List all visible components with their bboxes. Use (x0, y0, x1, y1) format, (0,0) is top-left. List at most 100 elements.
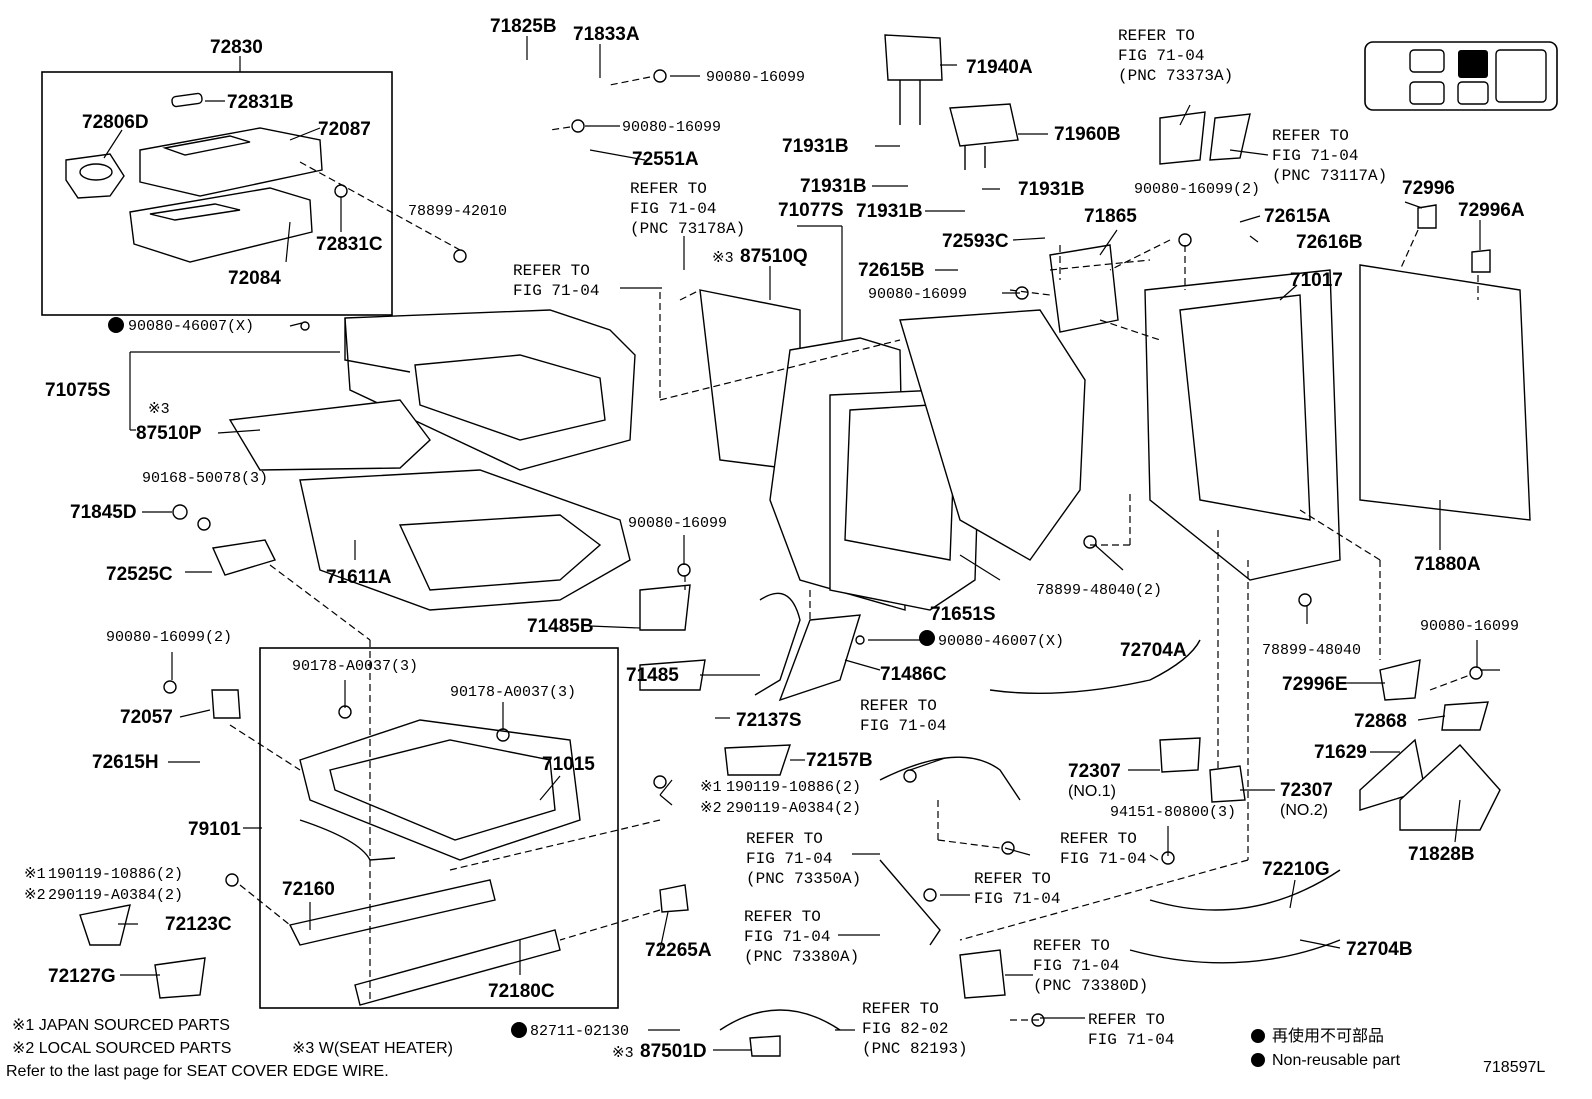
part-label-90080-16099-e: 90080-16099 (1420, 618, 1519, 635)
figure-id: 718597L (1483, 1059, 1545, 1076)
part-label-71485: 71485 (626, 665, 679, 686)
refer-block-fig-71-04-b: REFER TO FIG 71-04 (860, 697, 946, 735)
part-label-71485B: 71485B (527, 616, 594, 637)
part-label-71865: 71865 (1084, 206, 1137, 227)
part-label-72615A: 72615A (1264, 206, 1331, 227)
part-label-72210G: 72210G (1262, 859, 1330, 880)
mark-x2-a: ※2 (700, 800, 722, 817)
part-label-71828B: 71828B (1408, 844, 1475, 865)
part-label-72157B: 72157B (806, 750, 873, 771)
legend-non-reusable-en: Non-reusable part (1272, 1052, 1401, 1069)
refer-block-82193: REFER TO FIG 82-02 (PNC 82193) (862, 1000, 968, 1058)
part-label-72806D: 72806D (82, 112, 149, 133)
svg-text:(PNC 73373A): (PNC 73373A) (1118, 67, 1233, 85)
part-label-72704A: 72704A (1120, 640, 1187, 661)
svg-text:REFER TO: REFER TO (513, 262, 590, 280)
part-label-72307-no1: (NO.1) (1068, 783, 1116, 800)
part-label-90119-A0384-a: 290119-A0384(2) (726, 800, 861, 817)
fastener-icons (163, 69, 1483, 1027)
part-label-82711-02130: 82711-02130 (530, 1023, 629, 1040)
seat-frame-part (1144, 204, 1531, 581)
svg-text:REFER TO: REFER TO (974, 870, 1051, 888)
part-label-71931B-a: 71931B (782, 136, 849, 157)
part-label-71931B-b: 71931B (800, 176, 867, 197)
refer-block-73117A: REFER TO FIG 71-04 (PNC 73117A) (1272, 127, 1387, 185)
part-label-72593C: 72593C (942, 231, 1009, 252)
part-label-72551A: 72551A (632, 149, 699, 170)
part-label-72160: 72160 (282, 879, 335, 900)
mark-x1-b: ※1 (24, 866, 46, 883)
mark-x1-a: ※1 (700, 779, 722, 796)
svg-text:FIG 71-04: FIG 71-04 (1060, 850, 1146, 868)
part-label-90178-A0037-b: 90178-A0037(3) (450, 684, 576, 701)
part-label-90168-50078: 90168-50078(3) (142, 470, 268, 487)
part-label-94151-80800: 94151-80800(3) (1110, 804, 1236, 821)
part-label-71015: 71015 (542, 754, 595, 775)
part-label-90080-16099-2b: 90080-16099(2) (106, 629, 232, 646)
footnote-japan-sourced: ※1 JAPAN SOURCED PARTS (12, 1017, 230, 1034)
svg-text:FIG 71-04: FIG 71-04 (746, 850, 832, 868)
seat-locator-icon (1364, 41, 1558, 111)
part-label-71960B: 71960B (1054, 124, 1121, 145)
mark-x3-87510P: ※3 (148, 401, 170, 418)
part-label-71880A: 71880A (1414, 554, 1481, 575)
part-label-90080-16099-c: 90080-16099 (868, 286, 967, 303)
svg-text:REFER TO: REFER TO (1033, 937, 1110, 955)
part-label-90080-16099-d: 90080-16099 (628, 515, 727, 532)
svg-text:REFER TO: REFER TO (630, 180, 707, 198)
part-label-71629: 71629 (1314, 742, 1367, 763)
svg-text:FIG 82-02: FIG 82-02 (862, 1020, 948, 1038)
part-label-72123C: 72123C (165, 914, 232, 935)
part-label-90178-A0037-a: 90178-A0037(3) (292, 658, 418, 675)
part-label-72084: 72084 (228, 268, 281, 289)
part-label-72616B: 72616B (1296, 232, 1363, 253)
refer-block-73178A: REFER TO FIG 71-04 (PNC 73178A) (630, 180, 745, 238)
refer-block-73350A: REFER TO FIG 71-04 (PNC 73350A) (746, 830, 861, 888)
refer-block-fig-71-04-e: REFER TO FIG 71-04 (1088, 1011, 1174, 1049)
part-label-71931B-c: 71931B (1018, 179, 1085, 200)
part-label-72087: 72087 (318, 119, 371, 140)
svg-text:FIG 71-04: FIG 71-04 (630, 200, 716, 218)
seat-cushion-part (172, 309, 636, 611)
part-label-72996A: 72996A (1458, 200, 1525, 221)
svg-text:REFER TO: REFER TO (746, 830, 823, 848)
seat-back-cover-part (699, 34, 1251, 611)
part-label-90080-46007X-b: 90080-46007(X) (938, 633, 1064, 650)
svg-text:FIG 71-04: FIG 71-04 (1272, 147, 1358, 165)
part-label-71017: 71017 (1290, 270, 1343, 291)
part-label-72831B: 72831B (227, 92, 294, 113)
mark-x2-b: ※2 (24, 887, 46, 904)
part-label-90080-46007X-a: 90080-46007(X) (128, 318, 254, 335)
part-label-72704B: 72704B (1346, 939, 1413, 960)
part-label-71611A: 71611A (326, 567, 392, 588)
part-label-90119-10886-b: 190119-10886(2) (48, 866, 183, 883)
refer-block-fig-71-04-c: REFER TO FIG 71-04 (1060, 830, 1146, 868)
svg-text:REFER TO: REFER TO (862, 1000, 939, 1018)
part-label-72137S: 72137S (736, 710, 802, 731)
part-label-72127G: 72127G (48, 966, 116, 987)
footnote-seat-cover-edge-wire: Refer to the last page for SEAT COVER ED… (6, 1063, 389, 1080)
part-label-90080-16099-b: 90080-16099 (622, 119, 721, 136)
part-label-72868: 72868 (1354, 711, 1407, 732)
part-label-90119-A0384-b: 290119-A0384(2) (48, 887, 183, 904)
part-label-90080-16099-2a: 90080-16099(2) (1134, 181, 1260, 198)
part-label-79101: 79101 (188, 819, 241, 840)
part-label-72307-2: 72307 (1280, 780, 1333, 801)
svg-text:(PNC 73350A): (PNC 73350A) (746, 870, 861, 888)
svg-text:FIG 71-04: FIG 71-04 (860, 717, 946, 735)
svg-text:FIG 71-04: FIG 71-04 (513, 282, 599, 300)
part-label-72265A: 72265A (645, 940, 712, 961)
svg-text:REFER TO: REFER TO (1060, 830, 1137, 848)
svg-text:REFER TO: REFER TO (744, 908, 821, 926)
part-label-72830: 72830 (210, 37, 263, 58)
svg-text:FIG 71-04: FIG 71-04 (974, 890, 1060, 908)
svg-text:(PNC 82193): (PNC 82193) (862, 1040, 968, 1058)
part-label-71931B-d: 71931B (856, 201, 923, 222)
part-label-72615B: 72615B (858, 260, 925, 281)
svg-text:FIG 71-04: FIG 71-04 (1088, 1031, 1174, 1049)
leader-lines (118, 36, 1500, 1051)
svg-text:REFER TO: REFER TO (1118, 27, 1195, 45)
part-label-71833A: 71833A (573, 24, 640, 45)
part-label-72996E: 72996E (1282, 674, 1348, 695)
